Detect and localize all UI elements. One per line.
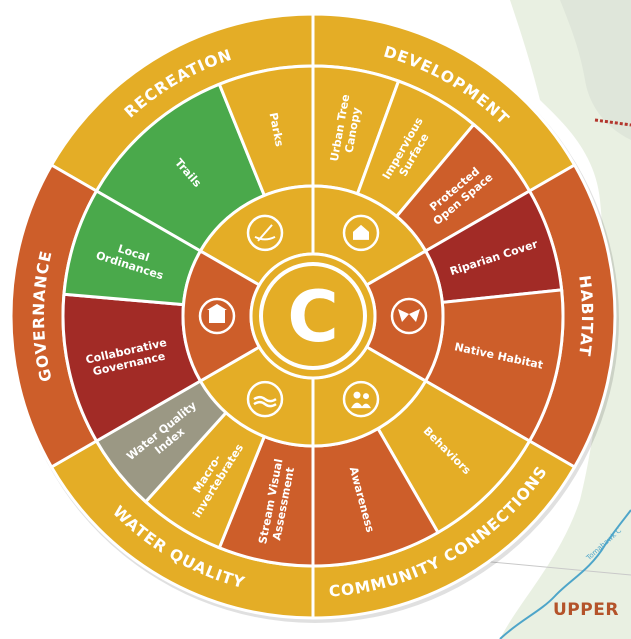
creek-line: [499, 509, 631, 639]
place-label: UPPER: [553, 600, 619, 620]
person-head-glyph: [363, 393, 369, 400]
person-head-glyph: [353, 391, 361, 399]
paddle-glyph: [257, 224, 273, 242]
kayak-hull-glyph: [254, 235, 276, 241]
people-icon: [342, 380, 380, 418]
building-glyph: [209, 310, 225, 323]
grade-disc: [249, 252, 377, 380]
moth-icon: [390, 297, 428, 335]
moth-glyph: [398, 309, 420, 322]
building-icon: [198, 297, 236, 335]
kayak-icon: [246, 214, 284, 252]
wave-glyph: [253, 395, 277, 403]
category-label-habitat: HABITAT: [575, 274, 596, 358]
house-glyph: [353, 224, 369, 240]
map-land-region: [500, 0, 631, 639]
wave-glyph: [253, 400, 277, 408]
grade-ring: [259, 262, 367, 370]
map-boundary-line: [594, 118, 631, 127]
person-body-glyph: [351, 402, 371, 409]
overall-grade: C: [287, 276, 338, 358]
water-icon: [246, 380, 284, 418]
house-icon: [342, 214, 380, 252]
building-roof-glyph: [207, 304, 227, 310]
map-ridge-shading: [560, 0, 631, 140]
